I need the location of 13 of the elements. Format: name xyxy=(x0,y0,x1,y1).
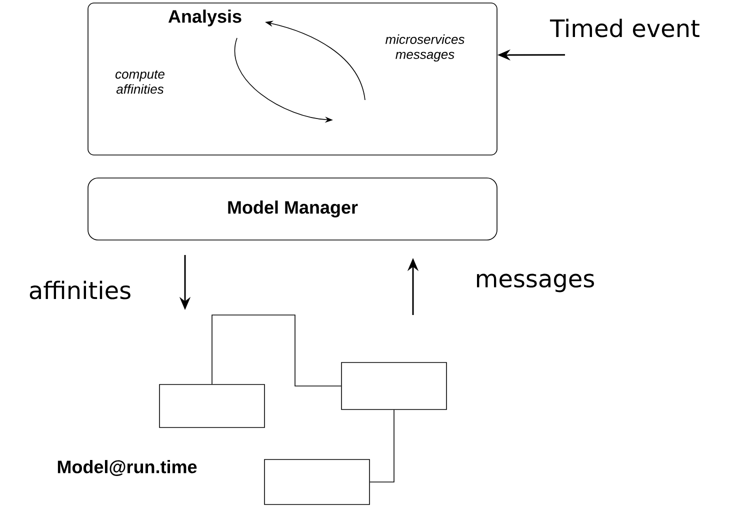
node-heading: Analysis xyxy=(168,10,242,26)
node-note: compute affinities xyxy=(116,70,164,94)
component-box xyxy=(264,459,370,505)
model-label: Model@run.time xyxy=(58,460,197,476)
connector-line xyxy=(370,410,394,482)
flow-label: affinities xyxy=(30,280,130,300)
component-box xyxy=(159,384,265,428)
connector-line xyxy=(212,314,342,386)
component-box xyxy=(341,362,447,410)
process-box: Model Manager xyxy=(88,178,498,240)
flow-label: messages xyxy=(477,274,594,292)
event-label: Timed event xyxy=(550,18,700,38)
node-note: microservices messages xyxy=(386,34,464,62)
